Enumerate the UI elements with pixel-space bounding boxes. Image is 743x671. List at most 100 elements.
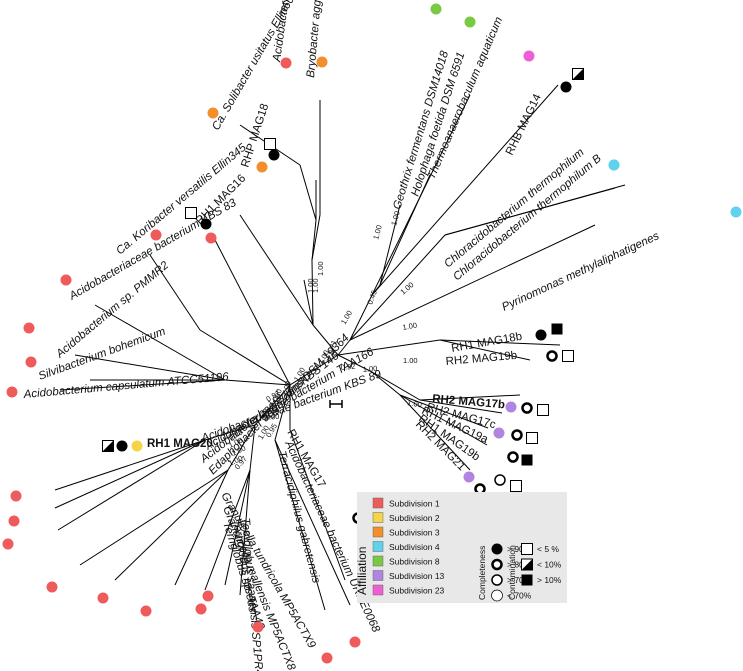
legend-subdivision-label: Subdivision 2 [389,513,440,523]
legend-completeness-label: > 70% [507,575,532,585]
affiliation-dot [97,592,109,604]
branch-line [54,439,206,491]
contamination-marker [185,207,197,219]
legend-swatch [372,526,384,538]
legend-completeness-label: > 80% [507,560,532,570]
branch-line [199,329,291,386]
legend-completeness-label: < 70% [507,591,532,601]
affiliation-dot [280,57,292,69]
legend-contamination-label: > 10% [537,575,562,585]
branch-line [337,354,373,373]
support-value: 0.92 [340,362,355,372]
affiliation-dot [505,401,517,413]
affiliation-dot [202,590,214,602]
taxon-label: Bryobacter aggregatus MPL3 [305,0,330,78]
tree-branches [54,84,626,611]
legend-completeness-symbol [491,574,503,586]
affiliation-dot [10,490,22,502]
branch-line [371,84,559,296]
affiliation-dot [23,322,35,334]
legend-subdivision-label: Subdivision 3 [389,528,440,538]
affiliation-dot [608,159,620,171]
branch-line [204,469,251,591]
branch-line [311,219,317,261]
support-value: 0.71 [326,339,338,355]
affiliation-dot [321,652,333,664]
branch-line [444,187,616,236]
branch-line [274,384,291,441]
branch-line [204,424,256,441]
branch-line [371,371,401,396]
affiliation-dot [2,538,14,550]
legend-affiliation-title: Affiliation [355,547,369,595]
completeness-marker [521,402,533,414]
completeness-marker [535,329,547,341]
support-value: 1.00 [403,356,418,365]
branch-line [289,429,346,581]
legend-subdivision-label: Subdivision 4 [389,542,440,552]
completeness-marker [268,149,280,161]
affiliation-dot [464,16,476,28]
taxon-label: Pyrinomonas methylaliphatigenes [500,230,661,314]
affiliation-dot [131,440,143,452]
branch-line [399,394,489,429]
branch-line [303,279,314,326]
legend-completeness-symbol [491,558,503,571]
affiliation-dot [46,581,58,593]
affiliation-dot [60,274,72,286]
branch-line [79,469,229,566]
affiliation-dot [8,515,20,527]
branch-line [114,469,229,581]
support-value: 1.00 [280,380,292,396]
branch-line [94,304,226,381]
taxon-label: Thermoanaerobaculum aquaticum [426,15,506,181]
completeness-marker [116,440,128,452]
taxon-label: RH1 MAG20 [147,438,213,450]
support-value: 1.00 [399,280,416,296]
branch-line [289,354,339,386]
legend-contamination: < 5 %< 10%> 10% [521,543,562,586]
contamination-marker [264,138,276,150]
branch-line [239,214,314,326]
affiliation-dot [463,471,475,483]
branch-line [439,339,561,346]
branch-line [399,394,488,446]
branch-line [349,234,446,341]
support-value: 1.00 [264,412,279,422]
affiliation-dot [150,229,162,241]
completeness-marker [546,350,558,362]
contamination-marker [521,454,533,466]
branch-line [311,259,314,326]
branch-line [311,214,321,261]
branch-line [337,339,351,356]
affiliation-dot [430,3,442,15]
legend-contamination-title: Contamination [507,545,517,600]
branch-line [371,371,421,401]
support-value: 1.00 [402,321,418,332]
support-value: 1.00 [371,224,383,240]
support-value: 1.00 [316,261,325,276]
legend-completeness-title: Completeness [477,546,487,600]
affiliation-dot [316,56,328,68]
affiliation-dot [6,386,18,398]
affiliation-dot [349,636,361,648]
contamination-marker [102,440,114,452]
legend-completeness-symbol [491,589,503,602]
branch-line [349,224,596,341]
contamination-marker [551,323,563,335]
scale-bar [329,400,343,408]
branch-line [371,94,471,296]
completeness-marker [507,451,519,463]
branch-line [312,324,339,356]
contamination-marker [526,432,538,444]
branch-line [224,469,251,586]
branch-line [149,254,201,331]
support-value: 1.00 [306,278,315,293]
legend-swatch [372,512,384,523]
legend-swatch [372,555,384,567]
branch-line [419,394,521,401]
affiliation-dot [256,161,268,173]
contamination-marker [562,350,574,362]
